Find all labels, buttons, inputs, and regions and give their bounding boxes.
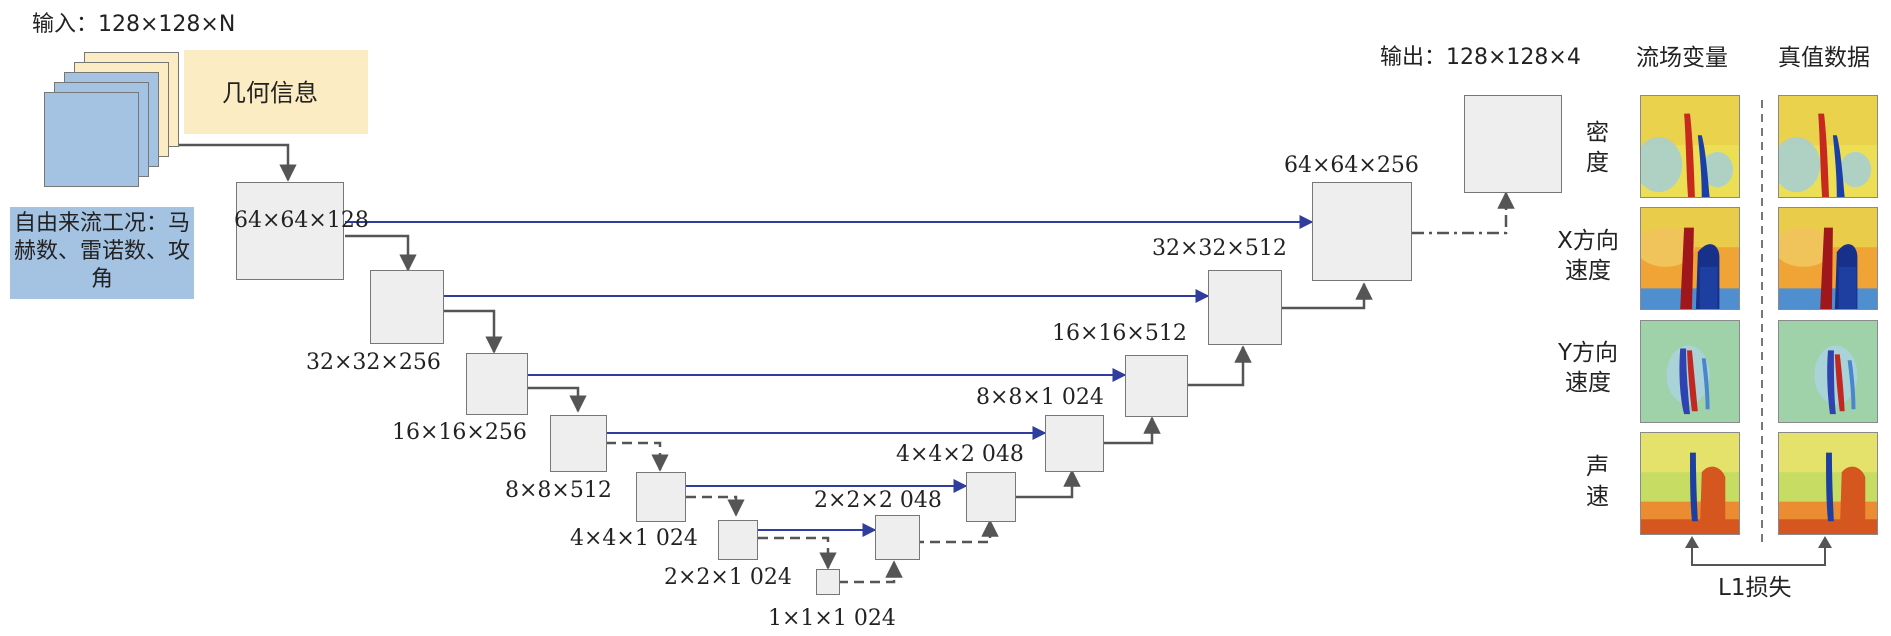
pred-density-panel [1640,95,1740,198]
up-arrow-5 [1188,345,1252,387]
encoder-block-4 [550,415,607,472]
encoder-label-3: 16×16×256 [392,420,527,445]
decoder-label-5: 32×32×512 [1152,236,1287,261]
freestream-label: 自由来流工况：马赫数、雷诺数、攻角 [13,211,190,292]
encoder-block-5 [636,472,686,522]
decoder-label-4: 16×16×512 [1052,321,1187,346]
decoder-block-6 [1312,182,1412,281]
down-arrow-3 [527,386,587,413]
decoder-block-4 [1125,355,1188,417]
loss-bracket [1691,545,1826,566]
column-header-prediction: 流场变量 [1636,45,1728,71]
encoder-label-6: 2×2×1 024 [664,565,792,590]
geometry-info-label: 几何信息 [222,79,318,107]
encoder-block-1 [236,182,344,280]
encoder-label-5: 4×4×1 024 [570,526,698,551]
decoder-label-1: 2×2×2 048 [814,488,942,513]
encoder-block-2 [370,270,444,344]
encoder-label-1: 64×64×128 [234,206,369,236]
encoder-label-4: 8×8×512 [505,478,612,503]
decoder-label-3: 8×8×1 024 [976,385,1104,410]
column-header-ground-truth: 真值数据 [1778,45,1870,71]
pred-y-velocity-panel [1640,320,1740,423]
decoder-block-3 [1045,415,1104,472]
loss-label: L1损失 [1718,575,1792,601]
truth-density-panel [1778,95,1878,198]
down-arrow-4 [606,441,669,472]
pred-x-velocity-panel [1640,207,1740,310]
decoder-label-6: 64×64×256 [1284,153,1419,178]
row-label-sound-speed: 声速 [1586,454,1609,510]
row-label-density: 密度 [1586,120,1609,176]
encoder-block-6 [718,520,758,560]
input-label: 输入：128×128×N [32,12,236,37]
row-label-y-velocity: Y方向速度 [1557,340,1619,396]
geometry-info-box [184,50,368,134]
output-block [1464,95,1562,193]
decoder-block-2 [966,472,1016,522]
up-arrow-6 [1282,282,1373,310]
truth-sound-speed-panel [1778,432,1878,535]
input-to-encoder-arrow [148,143,297,182]
pred-sound-speed-panel [1640,432,1740,535]
down-arrow-1 [345,234,417,272]
down-arrow-2 [443,309,503,354]
output-label: 输出：128×128×4 [1380,45,1581,70]
up-arrow-2 [914,519,999,544]
freestream-box [10,207,194,299]
decoder-block-1 [875,515,920,560]
encoder-label-1-text: 64×64×128 [234,208,369,233]
decoder-label-2: 4×4×2 048 [896,442,1024,467]
down-arrow-6 [758,536,837,570]
encoder-label-2: 32×32×256 [306,350,441,375]
up-arrow-3 [1015,469,1081,499]
encoder-block-3 [466,353,528,415]
truth-y-velocity-panel [1778,320,1878,423]
up-arrow-1 [838,560,903,584]
decoder-block-5 [1208,270,1282,345]
output-arrow [1412,191,1515,235]
truth-x-velocity-panel [1778,207,1878,310]
bottleneck-block [816,569,840,595]
row-label-x-velocity: X方向速度 [1557,228,1619,284]
bottleneck-label: 1×1×1 024 [768,606,896,631]
up-arrow-4 [1104,416,1161,445]
down-arrow-5 [686,495,745,517]
